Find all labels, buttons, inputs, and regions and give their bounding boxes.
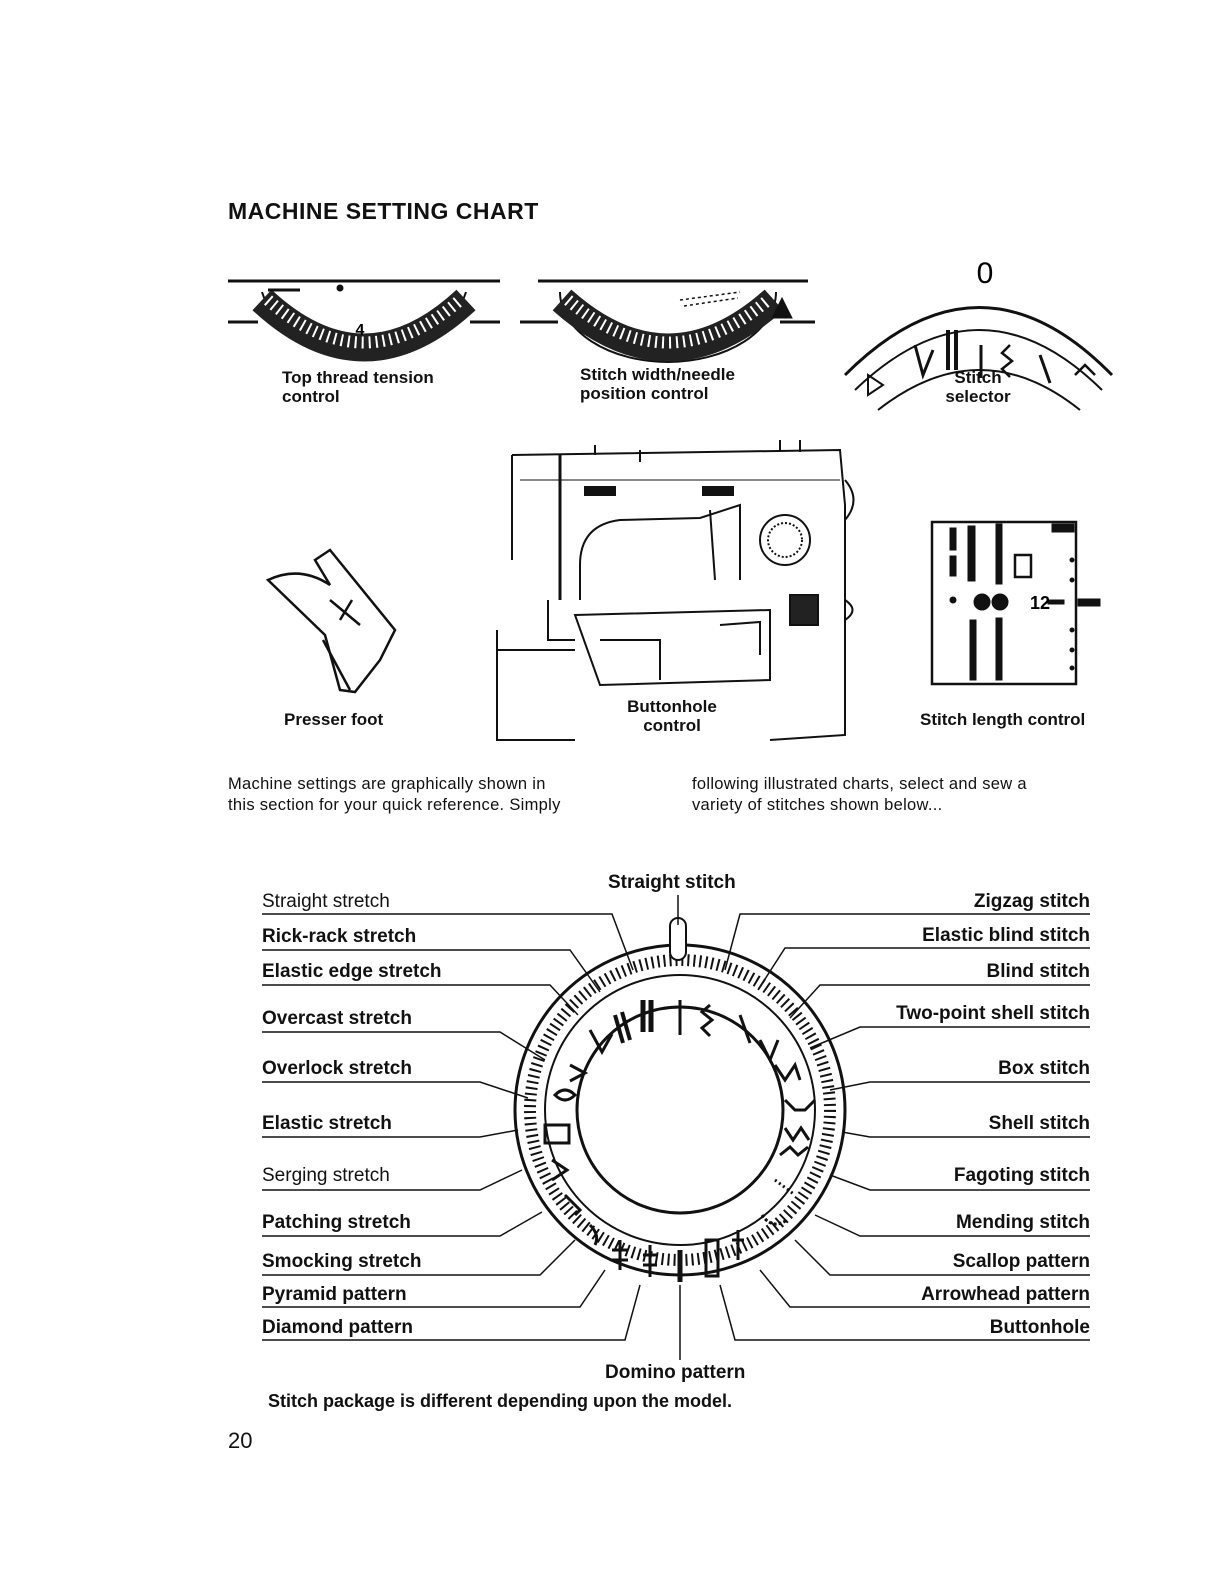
footnote: Stitch package is different depending up… [268, 1391, 733, 1411]
buttonhole-caption-line1: Buttonhole [627, 697, 717, 716]
dial-right-label: Fagoting stitch [953, 1165, 1090, 1186]
stitch-length-illustration [930, 520, 1101, 686]
stitch-length-value: 12 [1030, 593, 1050, 613]
dial-left-label: Serging stretch [262, 1165, 390, 1186]
stitch-width-caption-line1: Stitch width/needle [580, 365, 735, 384]
stitch-width-caption: Stitch width/needle position control [580, 365, 735, 403]
stitch-width-caption-line2: position control [580, 384, 709, 403]
dial-left-label: Pyramid pattern [262, 1284, 407, 1305]
stitch-selector-caption: Stitch selector [938, 368, 1018, 406]
dial-left-label: Smocking stretch [262, 1251, 422, 1272]
tension-caption-line1: Top thread tension [282, 368, 434, 387]
dial-left-label: Patching stretch [262, 1212, 411, 1233]
intro-right-line2: variety of stitches shown below... [692, 796, 943, 814]
stitch-selector-caption-line2: selector [945, 387, 1011, 406]
intro-right-line1: following illustrated charts, select and… [692, 775, 1027, 793]
dial-left-label: Elastic edge stretch [262, 961, 442, 982]
stitch-selector-illustration [843, 306, 1114, 411]
dial-right-label: Blind stitch [986, 961, 1090, 982]
dial-bottom-label: Domino pattern [605, 1362, 746, 1383]
dial-left-label: Rick-rack stretch [262, 926, 417, 947]
dial-right-label: Shell stitch [988, 1113, 1090, 1134]
dial-left-label: Straight stretch [262, 891, 390, 912]
page-title: MACHINE SETTING CHART [228, 198, 539, 224]
dial-right-label: Elastic blind stitch [922, 925, 1090, 946]
dial-top-label: Straight stitch [608, 872, 736, 893]
presser-foot-illustration [265, 548, 397, 694]
stitch-length-caption: Stitch length control [920, 710, 1086, 729]
dial-left-label: Elastic stretch [262, 1113, 392, 1134]
dial-left-label: Overlock stretch [262, 1058, 412, 1079]
dial-right-label: Scallop pattern [952, 1251, 1090, 1272]
tension-dial-number: 4 [356, 322, 365, 339]
stitch-width-dial-illustration [520, 279, 815, 363]
dial-right-label: Buttonhole [989, 1317, 1090, 1338]
stitch-dial-illustration [262, 895, 1090, 1360]
dial-right-label: Zigzag stitch [973, 891, 1090, 912]
intro-left-line2: this section for your quick reference. S… [228, 796, 561, 814]
dial-left-label: Diamond pattern [262, 1317, 413, 1338]
page-number: 20 [228, 1428, 253, 1453]
intro-left-line1: Machine settings are graphically shown i… [228, 775, 546, 793]
tension-dial-illustration [228, 279, 500, 362]
dial-right-label: Two-point shell stitch [896, 1003, 1090, 1024]
stitch-selector-marker: 0 [977, 257, 994, 290]
presser-foot-caption: Presser foot [284, 710, 384, 729]
intro-left: Machine settings are graphically shown i… [228, 774, 561, 816]
dial-right-label: Mending stitch [955, 1212, 1090, 1233]
intro-right: following illustrated charts, select and… [692, 774, 1027, 816]
dial-left-label: Overcast stretch [262, 1008, 412, 1029]
buttonhole-control-caption: Buttonhole control [612, 697, 732, 735]
buttonhole-caption-line2: control [643, 716, 701, 735]
tension-caption-line2: control [282, 387, 340, 406]
tension-caption: Top thread tension control [282, 368, 434, 406]
sewing-machine-illustration [496, 440, 855, 741]
stitch-selector-caption-line1: Stitch [954, 368, 1002, 387]
dial-right-label: Box stitch [998, 1058, 1090, 1079]
dial-right-label: Arrowhead pattern [921, 1284, 1090, 1305]
